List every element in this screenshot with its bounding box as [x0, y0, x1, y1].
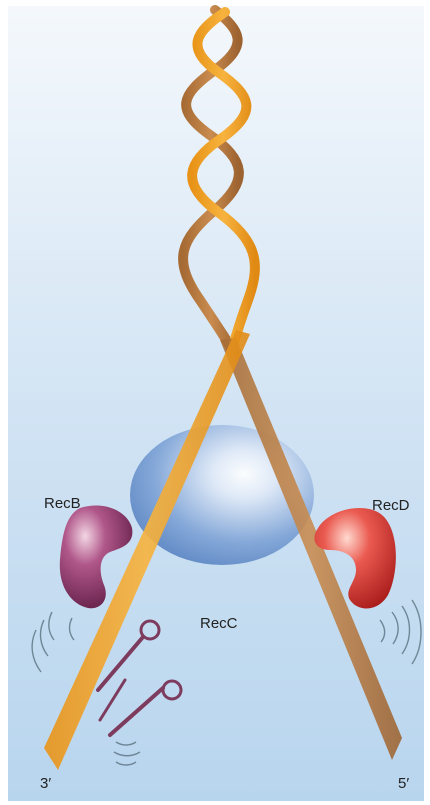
recd-label: RecD	[372, 497, 410, 514]
five-prime-end-label: 5′	[398, 775, 409, 792]
recb-label: RecB	[44, 495, 81, 512]
three-prime-end-label: 3′	[40, 775, 51, 792]
recc-label: RecC	[200, 615, 238, 632]
